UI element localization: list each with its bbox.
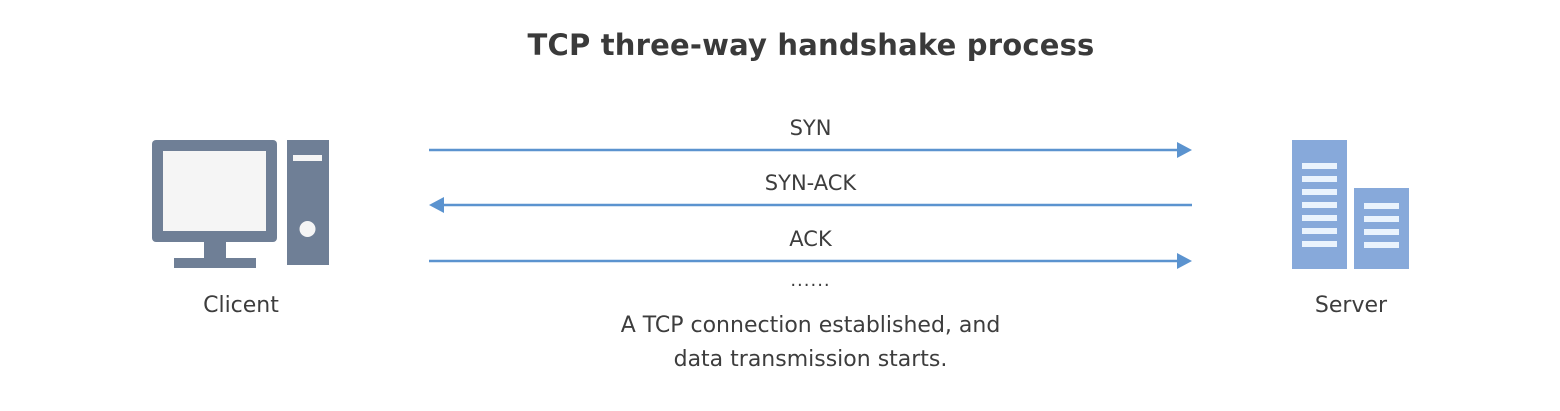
syn-arrow (429, 142, 1192, 158)
tower-power-button (299, 221, 316, 237)
syn-label: SYN (789, 116, 832, 140)
syn-ack-label: SYN-ACK (764, 171, 857, 195)
server-buildings-icon (1292, 140, 1409, 269)
ack-label: ACK (789, 227, 832, 251)
tower-slot (293, 155, 322, 161)
monitor-neck (204, 242, 226, 258)
continuation-dots: ...... (790, 270, 831, 291)
connection-note-line1: A TCP connection established, and (620, 313, 1001, 338)
syn-ack-arrow (429, 197, 1192, 213)
monitor-base (174, 258, 256, 268)
client-label: Clicent (203, 293, 279, 318)
server-short (1354, 188, 1409, 269)
monitor-screen (163, 151, 266, 231)
desktop-computer-icon (152, 140, 329, 268)
ack-arrow (429, 253, 1192, 269)
diagram-title: TCP three-way handshake process (527, 28, 1095, 62)
server-label: Server (1314, 293, 1388, 318)
connection-note-line2: data transmission starts. (673, 347, 948, 372)
connection-note: A TCP connection established, and data t… (429, 309, 1192, 377)
